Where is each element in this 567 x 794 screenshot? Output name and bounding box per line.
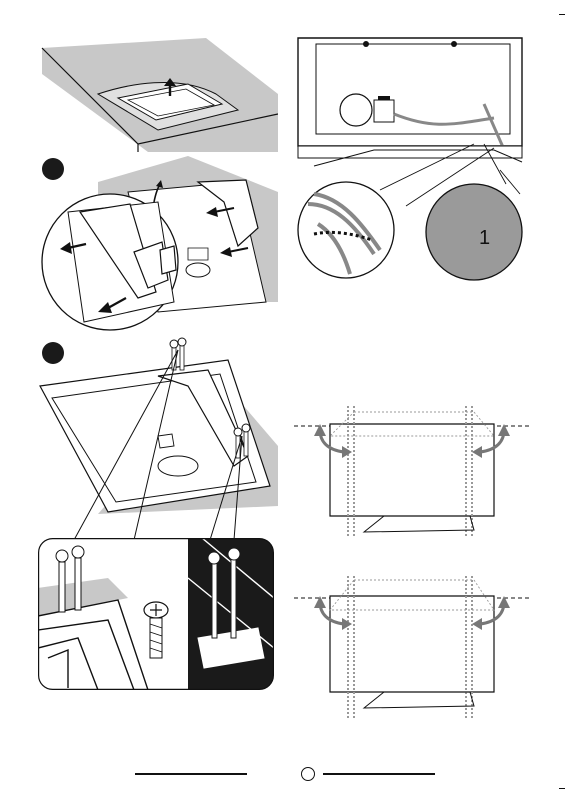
footer-rule-left: [135, 773, 247, 775]
illustration-screw-detail-box: [38, 538, 274, 690]
illustration-attach-stand: [38, 336, 278, 540]
illustration-wall-mount-bottom: [294, 576, 530, 718]
crop-mark-top-right: [559, 14, 565, 15]
screw-icon: [170, 338, 186, 370]
footer-rule-right: [323, 773, 435, 775]
illustration-wall-mount-top: [294, 406, 530, 538]
illustration-lift-cover: [38, 34, 278, 154]
illustration-cable-routing: 1: [294, 34, 526, 286]
page-number-circle-icon: [301, 767, 315, 781]
illustration-remove-stand: [38, 152, 278, 332]
callout-glyph: 1: [479, 227, 490, 249]
crop-mark-bottom-right: [559, 788, 565, 789]
